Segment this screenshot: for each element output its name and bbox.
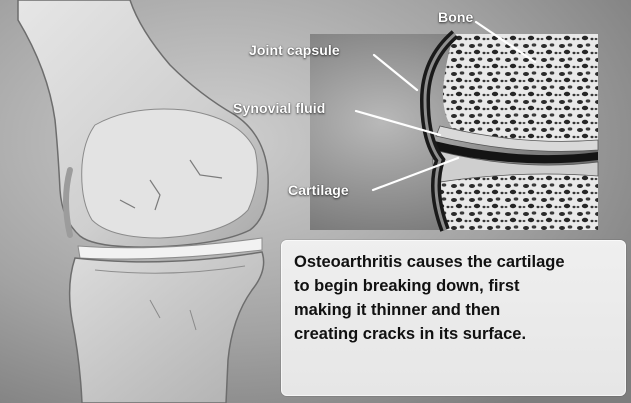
bone-label: Bone (438, 9, 473, 25)
synovial-fluid-label: Synovial fluid (233, 100, 325, 116)
caption-text: Osteoarthritis causes the cartilage to b… (294, 250, 614, 346)
cutaway-inset (310, 34, 598, 230)
joint-capsule-label: Joint capsule (249, 42, 340, 58)
cartilage-label: Cartilage (288, 182, 349, 198)
